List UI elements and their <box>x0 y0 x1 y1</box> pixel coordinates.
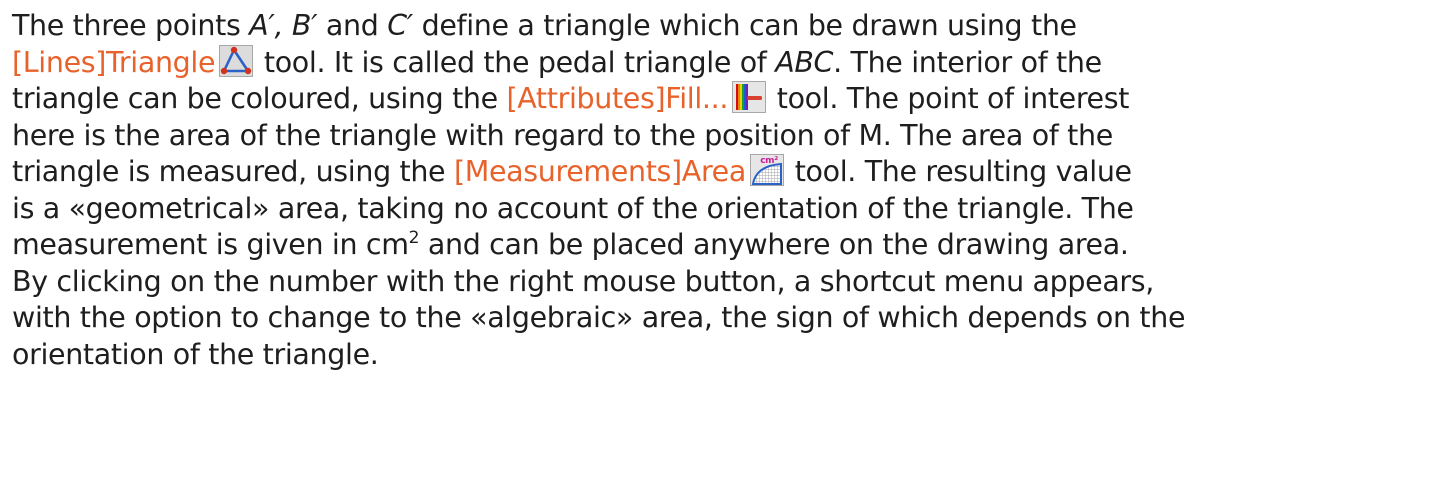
text-span: here is the area of the triangle with re… <box>12 118 1113 152</box>
text-span: triangle can be coloured, using the <box>12 82 507 115</box>
text-span: The three points <box>12 9 250 42</box>
text-span: define a triangle which can be drawn usi… <box>412 9 1078 42</box>
tool-name-lines-triangle: [Lines]Triangle <box>12 45 216 79</box>
fill-tool-icon <box>732 81 767 113</box>
point-a-prime: A′, <box>249 9 284 42</box>
text-span: orientation of the triangle. <box>12 337 379 371</box>
text-span: By clicking on the number with the right… <box>12 264 1155 298</box>
text-span <box>283 9 292 42</box>
point-c-prime: C′ <box>387 9 413 42</box>
area-icon-label: cm² <box>760 156 778 166</box>
text-span: tool. It is called the pedal triangle of <box>255 45 776 79</box>
tool-name-attributes-fill: [Attributes]Fill... <box>506 82 729 115</box>
text-span: tool. The point of interest <box>768 82 1130 115</box>
text-span: and can be placed anywhere on the drawin… <box>419 228 1129 261</box>
point-b-prime: B′ <box>291 9 318 42</box>
text-span: triangle is measured, using the <box>12 155 454 188</box>
text-span: tool. The resulting value <box>786 155 1132 188</box>
text-span: is a «geometrical» area, taking no accou… <box>12 191 1134 225</box>
triangle-tool-icon <box>219 44 254 77</box>
text-span: and <box>317 9 388 42</box>
text-span: with the option to change to the «algebr… <box>12 301 1186 334</box>
text-span: measurement is given in cm <box>12 228 409 261</box>
superscript-two: 2 <box>408 228 420 248</box>
body-paragraph: The three points A′, B′ and C′ define a … <box>12 8 1445 373</box>
triangle-abc: ABC <box>775 45 834 79</box>
tool-name-measurements-area: [Measurements]Area <box>453 155 746 188</box>
area-tool-icon: cm² <box>750 154 784 186</box>
text-span: . The interior of the <box>833 45 1102 79</box>
